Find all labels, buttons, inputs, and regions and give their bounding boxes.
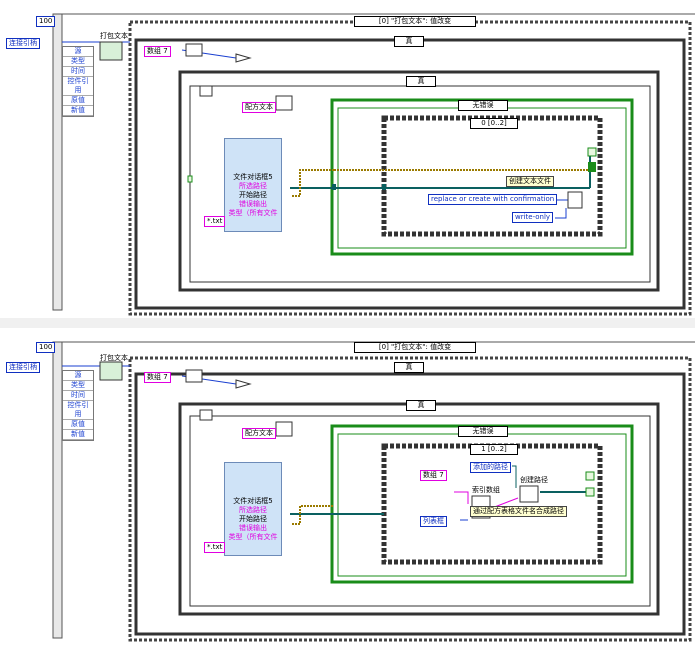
- file-dialog-row: 错误输出: [239, 200, 267, 208]
- const-100: 100: [36, 16, 56, 27]
- file-dialog-row: 开始路径: [239, 191, 267, 199]
- event-item: 控件引用: [63, 77, 93, 96]
- file-dialog-type: 类型（所有文件: [228, 533, 278, 541]
- build-path-label: 创建路径: [520, 476, 548, 484]
- panel-1-structures: [52, 13, 695, 316]
- event-item: 源: [63, 47, 93, 57]
- create-file-note: 创建文本文件: [506, 176, 554, 187]
- txt-pattern: *.txt: [204, 542, 226, 553]
- file-dialog-row: 所选路径: [239, 182, 267, 190]
- txt-pattern: *.txt: [204, 216, 226, 227]
- event-case-selector[interactable]: [0] "打包文本": 值改变: [354, 342, 476, 353]
- bundle-handle: 连接引柄: [6, 362, 40, 373]
- pack-button-label: 打包文本: [100, 354, 128, 362]
- write-only-enum: write-only: [512, 212, 554, 223]
- file-dialog-icon: [225, 139, 281, 173]
- diagram-panel-1: 100 连接引柄 源 类型 时间 控件引用 原值 新值 打包文本 [0] "打包…: [0, 0, 695, 318]
- file-dialog-title: 文件对话框5: [233, 173, 273, 181]
- event-item: 原值: [63, 96, 93, 106]
- true-case-selector-outer[interactable]: 真: [394, 362, 424, 373]
- event-case-selector[interactable]: [0] "打包文本": 值改变: [354, 16, 476, 27]
- event-item: 类型: [63, 57, 93, 67]
- build-path-note: 通过配方表格文件名合成路径: [470, 506, 567, 517]
- panel-separator: [0, 318, 695, 328]
- array-constant: 数组 7: [144, 372, 171, 383]
- array-constant: 数组 7: [144, 46, 171, 57]
- event-data-list: 源 类型 时间 控件引用 原值 新值: [62, 370, 94, 441]
- event-item: 新值: [63, 430, 93, 440]
- file-dialog-row: 错误输出: [239, 524, 267, 532]
- file-dialog-title: 文件对话框5: [233, 497, 273, 505]
- replace-enum: replace or create with confirmation: [428, 194, 558, 205]
- list-box-control: 列表框: [420, 516, 447, 527]
- event-item: 源: [63, 371, 93, 381]
- event-item: 新值: [63, 106, 93, 116]
- event-item: 时间: [63, 67, 93, 77]
- pack-button-label: 打包文本: [100, 32, 128, 40]
- true-case-selector-inner[interactable]: 真: [406, 76, 436, 87]
- sequence-frame-selector[interactable]: 0 [0..2]: [470, 118, 518, 129]
- file-dialog-node: 文件对话框5 所选路径 开始路径 错误输出 类型（所有文件: [224, 138, 282, 232]
- index-array-label: 索引数组: [472, 486, 500, 494]
- file-dialog-node: 文件对话框5 所选路径 开始路径 错误输出 类型（所有文件: [224, 462, 282, 556]
- sequence-frame-selector[interactable]: 1 [0..2]: [470, 444, 518, 455]
- event-item: 控件引用: [63, 401, 93, 420]
- event-item: 时间: [63, 391, 93, 401]
- error-case-selector[interactable]: 无错误: [458, 426, 508, 437]
- event-item: 原值: [63, 420, 93, 430]
- array7-control: 数组 7: [420, 470, 447, 481]
- file-dialog-row: 开始路径: [239, 515, 267, 523]
- true-case-selector-inner[interactable]: 真: [406, 400, 436, 411]
- error-case-selector[interactable]: 无错误: [458, 100, 508, 111]
- recipe-text-control: 配方文本: [242, 102, 276, 113]
- panel-2-structures: [52, 341, 695, 642]
- event-item: 类型: [63, 381, 93, 391]
- file-dialog-icon: [225, 463, 281, 497]
- file-dialog-row: 所选路径: [239, 506, 267, 514]
- recipe-text-control: 配方文本: [242, 428, 276, 439]
- file-dialog-type: 类型（所有文件: [228, 209, 278, 217]
- const-100: 100: [36, 342, 56, 353]
- diagram-panel-2: 100 连接引柄 源 类型 时间 控件引用 原值 新值 打包文本 [0] "打包…: [0, 328, 695, 646]
- true-case-selector-outer[interactable]: 真: [394, 36, 424, 47]
- event-data-list: 源 类型 时间 控件引用 原值 新值: [62, 46, 94, 117]
- added-path-control: 添加的路径: [470, 462, 511, 473]
- bundle-handle: 连接引柄: [6, 38, 40, 49]
